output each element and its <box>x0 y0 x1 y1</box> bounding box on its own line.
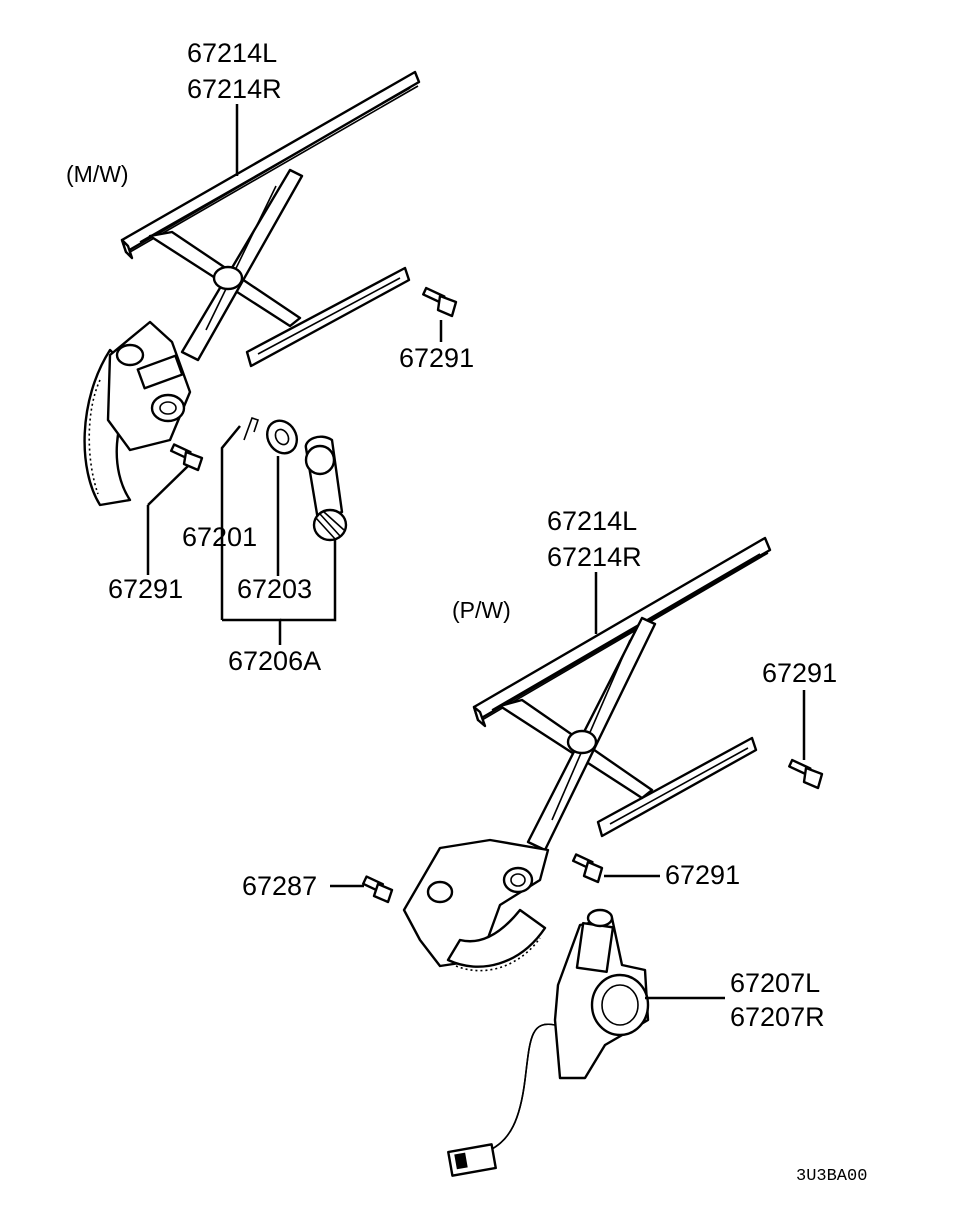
pw-motor-l-label: 67207L <box>730 968 820 998</box>
window-crank-handle-icon <box>304 435 348 542</box>
power-window-section-label: (P/W) <box>452 597 511 623</box>
pw-bolt-left-icon <box>361 875 394 904</box>
mw-regulator-r-label: 67214R <box>187 74 282 104</box>
diagram-code: 3U3BA00 <box>796 1167 867 1186</box>
mw-bolt-left-icon <box>169 443 204 472</box>
clip-icon <box>243 416 260 441</box>
window-motor-icon <box>447 908 650 1177</box>
mw-bolt-right-label: 67291 <box>399 343 474 373</box>
mw-washer-label: 67203 <box>237 574 312 604</box>
pw-bolt-mid-label: 67291 <box>665 860 740 890</box>
pw-bolt-right-icon <box>788 758 824 790</box>
pw-bolt-right-label: 67291 <box>762 658 837 688</box>
manual-window-section-label: (M/W) <box>66 161 129 187</box>
manual-window-regulator <box>83 70 458 542</box>
pw-bolt-left-label: 67287 <box>242 871 317 901</box>
mw-clip-label: 67201 <box>182 522 257 552</box>
mw-bolt-right-icon <box>422 286 458 318</box>
pw-regulator-r-label: 67214R <box>547 542 642 572</box>
power-window-regulator <box>361 536 824 1177</box>
pw-leader-lines <box>330 572 806 1000</box>
mw-regulator-l-label: 67214L <box>187 38 277 68</box>
pw-regulator-l-label: 67214L <box>547 506 637 536</box>
pw-motor-r-label: 67207R <box>730 1002 825 1032</box>
washer-icon <box>265 419 299 455</box>
pw-bolt-mid-icon <box>571 853 604 884</box>
mw-leader-lines <box>146 104 443 645</box>
mw-bolt-left-label: 67291 <box>108 574 183 604</box>
mw-handle-set-label: 67206A <box>228 646 321 676</box>
